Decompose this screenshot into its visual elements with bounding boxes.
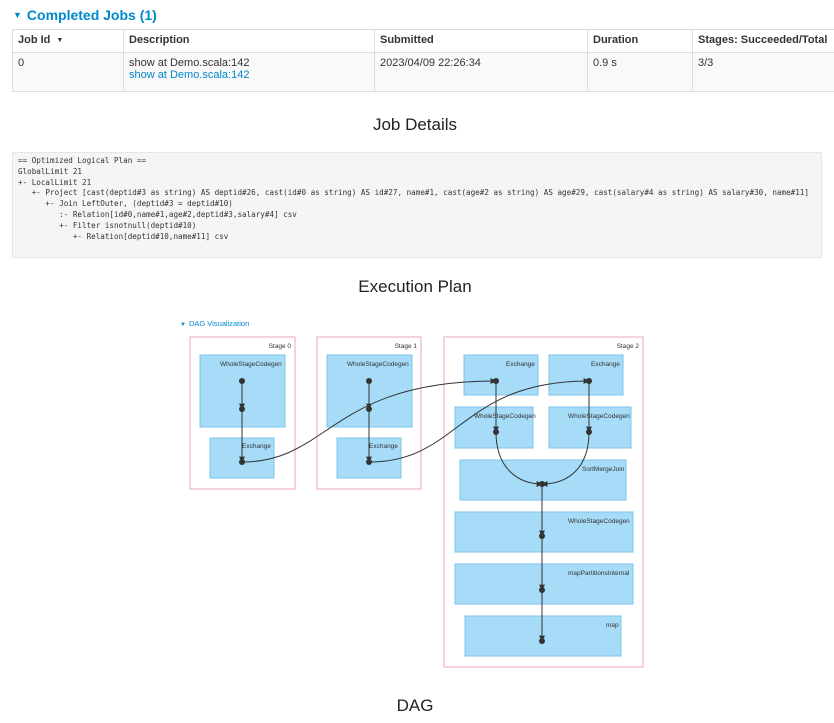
dag-visualization-label: DAG Visualization: [188, 319, 250, 328]
cell-submitted: 2023/04/09 22:26:34: [374, 52, 588, 92]
triangle-down-icon: ▼: [180, 322, 186, 328]
column-header-stages[interactable]: Stages: Succeeded/Total: [692, 29, 834, 53]
dot-s2-mappartitions: [539, 587, 545, 593]
dot-s2-codegen-left: [493, 429, 499, 435]
stage-2-node-mappartitionsinternal-label: mapPartitionsInternal: [568, 570, 630, 577]
dot-s2-codegen-right: [586, 429, 592, 435]
dot-s0-exchange: [239, 459, 245, 465]
edge-codegen-right-to-sortmergejoin: [541, 431, 590, 487]
stage-2-node-map[interactable]: [464, 615, 622, 657]
dot-s1-codegen-bottom: [366, 406, 372, 412]
stage-1-node-exchange-label: Exchange: [369, 443, 398, 450]
cell-duration: 0.9 s: [587, 52, 693, 92]
column-header-duration[interactable]: Duration: [587, 29, 693, 53]
edge-s0-exchange-to-s2-exchange-left: [241, 378, 497, 463]
cell-stages: 3/3: [692, 52, 834, 92]
stage-2-node-exchange-right[interactable]: [548, 354, 624, 396]
dot-s1-exchange: [366, 459, 372, 465]
dot-s0-codegen-top: [239, 378, 245, 384]
stage-1-box[interactable]: [316, 336, 422, 490]
triangle-down-icon: ▼: [13, 10, 22, 20]
caption-execution-plan: Execution Plan: [358, 277, 472, 296]
edge-s1-exchange-to-s2-exchange-right: [368, 378, 590, 463]
caption-job-details: Job Details: [372, 115, 458, 134]
stage-2-node-mappartitionsinternal[interactable]: [454, 563, 634, 605]
stage-2-node-exchange-left-label: Exchange: [506, 361, 535, 368]
stage-2-node-wholestagecodegen-right-label: WholeStageCodegen: [568, 413, 630, 420]
stage-2-node-wholestagecodegen-bottom-label: WholeStageCodegen: [568, 518, 630, 525]
table-row: 0 show at Demo.scala:142 show at Demo.sc…: [12, 52, 834, 92]
dot-s2-codegen-bottom: [539, 533, 545, 539]
stage-2-box[interactable]: [443, 336, 644, 668]
execution-plan-box: == Optimized Logical Plan == GlobalLimit…: [12, 152, 822, 258]
execution-plan-text: == Optimized Logical Plan == GlobalLimit…: [18, 156, 809, 241]
dot-s1-codegen-top: [366, 378, 372, 384]
caption-dag: DAG: [396, 696, 434, 715]
dot-s2-exchange-right: [586, 378, 592, 384]
stage-2-node-map-label: map: [606, 622, 619, 629]
dot-s2-exchange-left: [493, 378, 499, 384]
stage-2-node-sortmergejoin-label: SortMergeJoin: [582, 466, 625, 473]
stage-1-node-wholestagecodegen-label: WholeStageCodegen: [347, 361, 409, 368]
dot-s0-codegen-bottom: [239, 406, 245, 412]
dot-s2-map: [539, 638, 545, 644]
dot-s2-sortmergejoin: [539, 481, 545, 487]
completed-jobs-title: Completed Jobs (1): [26, 7, 157, 23]
description-link[interactable]: show at Demo.scala:142: [129, 69, 250, 81]
jobs-table: Job Id▼ Description Submitted Duration S…: [12, 29, 834, 92]
stage-2-label: Stage 2: [617, 343, 640, 350]
sort-desc-icon: ▼: [56, 37, 64, 44]
stage-2-node-wholestagecodegen-left-label: WholeStageCodegen: [474, 413, 536, 420]
stage-2-node-sortmergejoin[interactable]: [459, 459, 627, 501]
stage-2-node-exchange-right-label: Exchange: [591, 361, 620, 368]
description-text: show at Demo.scala:142: [129, 57, 250, 69]
edge-codegen-left-to-sortmergejoin: [495, 431, 543, 487]
completed-jobs-toggle[interactable]: ▼ Completed Jobs (1): [13, 7, 157, 23]
dag-visualization-toggle[interactable]: ▼DAG Visualization: [180, 319, 249, 328]
cell-description: show at Demo.scala:142 show at Demo.scal…: [123, 52, 375, 92]
cell-job-id: 0: [12, 52, 124, 92]
stage-0-label: Stage 0: [269, 343, 292, 350]
stage-0-box[interactable]: [189, 336, 296, 490]
stage-0-node-exchange-label: Exchange: [242, 443, 271, 450]
stage-0-node-wholestagecodegen-label: WholeStageCodegen: [220, 361, 282, 368]
stage-1-label: Stage 1: [395, 343, 418, 350]
stage-2-node-exchange-left[interactable]: [463, 354, 539, 396]
